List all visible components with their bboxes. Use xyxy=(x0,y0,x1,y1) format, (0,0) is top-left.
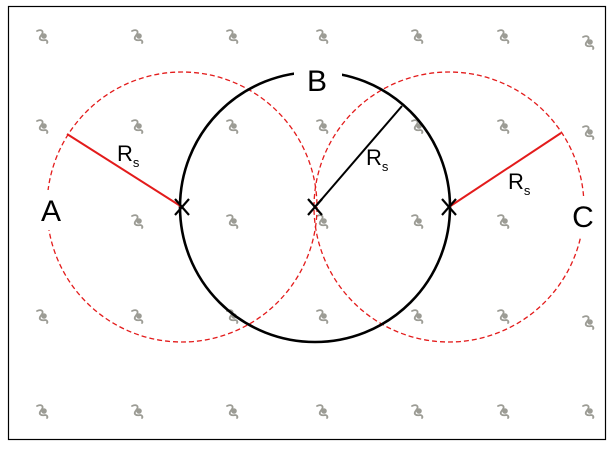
sensor-node-icon xyxy=(497,309,510,324)
label-c-gap xyxy=(567,196,597,236)
sensor-node-icon xyxy=(131,309,144,324)
sensor-node-icon xyxy=(131,404,144,419)
sensor-node-icon xyxy=(411,29,424,44)
sensor-node-icon xyxy=(497,119,510,134)
sensor-node-icon xyxy=(36,309,49,324)
label-a: A xyxy=(41,195,61,228)
sensor-node-icon xyxy=(582,35,595,50)
radius-line-b xyxy=(314,105,403,208)
sensor-node-icon xyxy=(226,119,239,134)
sensor-node-icon xyxy=(316,29,329,44)
sensor-node-icon xyxy=(36,119,49,134)
sensor-node-icon xyxy=(582,315,595,330)
sensor-node-icon xyxy=(226,214,239,229)
label-c: C xyxy=(572,201,594,234)
sensor-node-icon xyxy=(411,309,424,324)
sensor-node-icon xyxy=(411,214,424,229)
sensor-node-icon xyxy=(411,404,424,419)
radius-label-b: Rs xyxy=(366,145,389,174)
sensor-node-icon xyxy=(36,404,49,419)
label-b: B xyxy=(307,65,327,98)
sensor-node-icon xyxy=(582,404,595,419)
cross-mark-icon xyxy=(307,198,323,216)
sensor-node-icon xyxy=(497,29,510,44)
label-b-gap xyxy=(294,60,342,96)
sensor-node-icon xyxy=(131,119,144,134)
coverage-circle-a xyxy=(46,71,318,343)
sensor-node-icon xyxy=(131,214,144,229)
radius-line-a xyxy=(66,133,183,208)
sensor-node-icon xyxy=(131,29,144,44)
sensor-node-icon xyxy=(316,404,329,419)
sensor-node-icon xyxy=(316,119,329,134)
diagram-frame xyxy=(7,5,607,441)
sensor-node-icon xyxy=(497,404,510,419)
cross-mark-icon xyxy=(441,198,457,216)
sensor-node-icon xyxy=(226,404,239,419)
sensor-node-icon xyxy=(316,214,329,229)
radius-label-a: Rs xyxy=(117,141,140,170)
sensor-node-icon xyxy=(36,29,49,44)
cross-mark-icon xyxy=(174,198,190,216)
sensor-node-icon xyxy=(497,214,510,229)
radius-label-c: Rs xyxy=(508,169,531,198)
label-a-gap xyxy=(36,190,66,230)
radius-line-c xyxy=(448,132,562,208)
sensor-node-icon xyxy=(582,125,595,140)
sensor-node-icon xyxy=(226,29,239,44)
sensor-node-icon xyxy=(316,309,329,324)
